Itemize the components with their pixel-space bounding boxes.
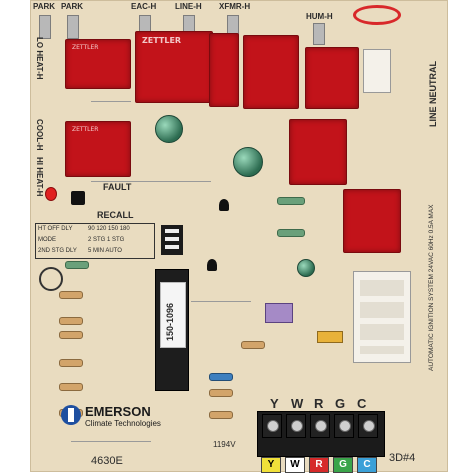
relay-cool: ZETTLER — [65, 121, 131, 177]
stg2-values: 5 MIN AUTO — [88, 248, 122, 254]
relay-k5 — [305, 47, 359, 109]
resistor — [59, 359, 83, 367]
ic-sticker: 150-1096 — [160, 282, 186, 348]
dly-values: 90 120 150 180 — [88, 226, 130, 232]
terminal-header-y: Y — [270, 396, 279, 411]
fault-led — [45, 187, 57, 201]
resistor — [277, 197, 305, 205]
xfmr-label: XFMR-H — [219, 2, 251, 11]
terminal-label-r: R — [309, 457, 329, 473]
hum-terminal — [313, 23, 325, 45]
screw-terminal-c — [358, 414, 378, 438]
resistor — [59, 331, 83, 339]
rev-code: 3D#4 — [389, 452, 416, 464]
resistor — [209, 373, 233, 381]
resistor — [59, 383, 83, 391]
terminal-header-r: R — [314, 396, 324, 411]
cool-label: COOL-H — [35, 119, 44, 151]
relay-k6 — [289, 119, 347, 185]
park-label-1: PARK — [33, 2, 56, 11]
dip-switch — [161, 225, 183, 255]
hi-heat-label: HI HEAT-H — [35, 157, 44, 197]
terminal-header-g: G — [335, 396, 346, 411]
resistor — [277, 229, 305, 237]
recall-button — [71, 191, 85, 205]
screw-terminal-r — [310, 414, 330, 438]
stg2-label: 2ND STG DLY — [38, 248, 77, 254]
settings-table: HT OFF DLY 90 120 150 180 MODE 2 STG 1 S… — [35, 223, 155, 259]
park-terminal-2 — [67, 15, 79, 39]
neutral-connector — [363, 49, 391, 93]
eac-label: EAC-H — [131, 2, 157, 11]
ic-part-number: 150-1096 — [165, 302, 175, 341]
capacitor-c15 — [297, 259, 315, 277]
capacitor-c2 — [155, 115, 183, 143]
ignition-rating-label: AUTOMATIC IGNITION SYSTEM 24VAC 60Hz 0.5… — [428, 204, 435, 371]
red-jumper-wire — [353, 5, 401, 25]
capacitor-c5 — [233, 147, 263, 177]
terminal-label-w: W — [285, 457, 305, 473]
transistor-q2 — [219, 199, 229, 211]
lo-heat-label: LO HEAT-H — [35, 37, 44, 80]
microcontroller: 150-1096 — [155, 269, 189, 391]
relay-brand: ZETTLER — [72, 126, 99, 133]
date-code: 1194V — [213, 440, 236, 449]
relay-brand: ZETTLER — [142, 36, 182, 45]
resistor — [209, 411, 233, 419]
board-code: 4630E — [91, 455, 123, 467]
resistor — [209, 389, 233, 397]
terminal-label-y: Y — [261, 457, 281, 473]
fuse — [265, 303, 293, 323]
hum-label: HUM-H — [306, 12, 333, 21]
relay-lo-heat: ZETTLER — [65, 39, 131, 89]
relay-main: ZETTLER — [135, 31, 213, 103]
transistor-q3 — [207, 259, 217, 271]
line-label: LINE-H — [175, 2, 202, 11]
terminal-header-w: W — [291, 396, 304, 411]
mode-values: 2 STG 1 STG — [88, 237, 125, 243]
screw-terminal-y — [262, 414, 282, 438]
relay-k7 — [343, 189, 401, 253]
park-terminal-1 — [39, 15, 51, 39]
film-capacitor — [317, 331, 343, 343]
terminal-header-c: C — [357, 396, 367, 411]
relay-xfmr — [209, 33, 239, 107]
line-neutral-label: LINE NEUTRAL — [428, 61, 438, 127]
resistor — [59, 291, 83, 299]
relay-k4 — [243, 35, 299, 109]
resistor — [241, 341, 265, 349]
recall-label: RECALL — [97, 210, 134, 220]
brand-sub: Climate Technologies — [85, 419, 161, 428]
terminal-label-g: G — [333, 457, 353, 473]
circuit-board: PARK PARK EAC-H LINE-H XFMR-H HUM-H LO H… — [30, 0, 448, 473]
resistor — [65, 261, 89, 269]
ht-off-dly-label: HT OFF DLY — [38, 226, 73, 232]
brand-name: EMERSON — [85, 404, 151, 419]
thermostat-terminal-block — [257, 411, 385, 457]
certification-mark — [39, 267, 63, 291]
terminal-label-c: C — [357, 457, 377, 473]
resistor — [59, 317, 83, 325]
emerson-logo-icon — [61, 405, 81, 425]
screw-terminal-w — [286, 414, 306, 438]
park-label-2: PARK — [61, 2, 84, 11]
fault-label: FAULT — [103, 182, 132, 192]
main-harness-connector — [353, 271, 411, 363]
mode-label: MODE — [38, 237, 56, 243]
screw-terminal-g — [334, 414, 354, 438]
relay-brand: ZETTLER — [72, 44, 99, 51]
